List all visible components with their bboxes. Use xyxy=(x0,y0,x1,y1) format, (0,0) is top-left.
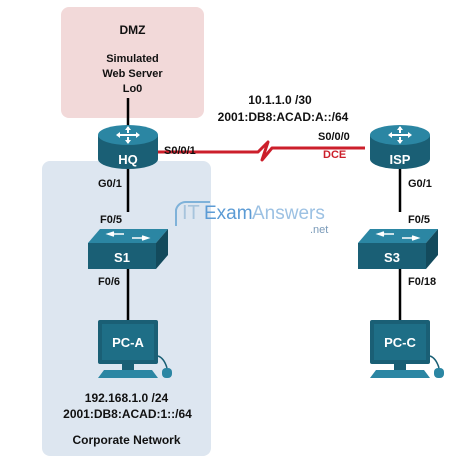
pc-c-label: PC-C xyxy=(384,335,416,350)
hq-router-label: HQ xyxy=(118,152,138,167)
wan-ipv4-label: 10.1.1.0 /30 xyxy=(248,93,312,107)
link-serial-wan xyxy=(158,140,365,162)
hq-lan-port-label: G0/1 xyxy=(98,178,122,190)
corporate-ipv4-label: 192.168.1.0 /24 xyxy=(84,391,169,405)
s3-switch-icon xyxy=(356,227,440,271)
isp-router-icon xyxy=(368,121,432,173)
pc-a-label: PC-A xyxy=(112,335,144,350)
corporate-ipv6-label: 2001:DB8:ACAD:1::/64 xyxy=(63,407,192,421)
wan-ipv6-label: 2001:DB8:ACAD:A::/64 xyxy=(217,110,349,124)
s3-downlink-port-label: F0/18 xyxy=(408,276,437,288)
corporate-network-zone xyxy=(42,161,211,456)
s1-uplink-port-label: F0/5 xyxy=(100,214,123,226)
dce-label: DCE xyxy=(323,149,347,161)
hq-serial-port-label: S0/0/1 xyxy=(164,145,196,157)
corporate-network-title: Corporate Network xyxy=(72,433,181,447)
watermark-suffix: .net xyxy=(310,224,329,236)
watermark-answers: Answers xyxy=(252,203,325,224)
s1-downlink-port-label: F0/6 xyxy=(98,276,121,288)
isp-serial-port-label: S0/0/0 xyxy=(318,131,350,143)
watermark-logo: IT Exam Answers .net xyxy=(174,200,338,240)
watermark-badge-icon xyxy=(175,200,210,226)
watermark-exam: Exam xyxy=(204,203,253,224)
s1-switch-icon xyxy=(86,227,170,271)
isp-lan-port-label: G0/1 xyxy=(408,178,432,190)
hq-router-icon xyxy=(96,121,160,173)
s3-switch-label: S3 xyxy=(384,250,400,265)
dmz-zone xyxy=(61,7,204,118)
s1-switch-label: S1 xyxy=(114,250,130,265)
web-server-label-line2: Web Server xyxy=(102,68,163,80)
loopback-label: Lo0 xyxy=(122,83,143,95)
dmz-title: DMZ xyxy=(119,23,146,37)
watermark-it: IT xyxy=(182,202,200,224)
web-server-label-line1: Simulated xyxy=(106,53,159,65)
pc-c-icon xyxy=(364,318,454,384)
isp-router-label: ISP xyxy=(389,152,411,167)
s3-uplink-port-label: F0/5 xyxy=(408,214,431,226)
pc-a-icon xyxy=(92,318,182,384)
